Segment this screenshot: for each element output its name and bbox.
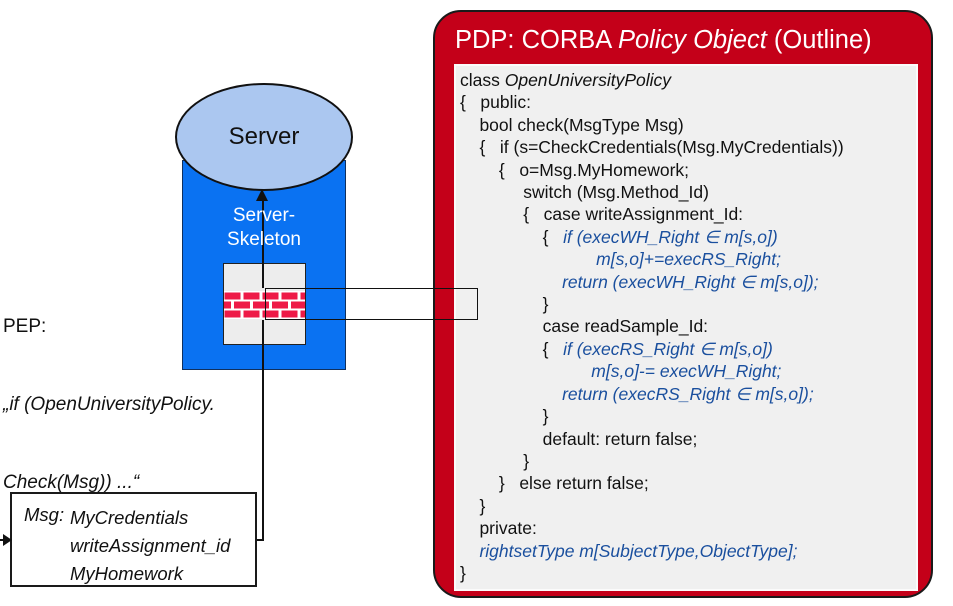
pdp-title: PDP: CORBA Policy Object (Outline): [455, 26, 872, 55]
incoming-arrow-icon: [3, 534, 12, 546]
pdp-title-segment: (Outline): [766, 26, 872, 54]
pep-label: PEP:: [3, 316, 47, 337]
code-line: { case writeAssignment_Id:: [460, 204, 744, 225]
pep-quote-line2: Check(Msg)) ...“: [3, 472, 140, 493]
code-line: class OpenUniversityPolicy: [460, 70, 672, 90]
code-line: }: [460, 450, 530, 471]
pep-quote-line1: „if (OpenUniversityPolicy.: [3, 394, 215, 415]
code-line: return (execWH_Right ∈ m[s,o]);: [562, 271, 819, 292]
code-line: { if (s=CheckCredentials(Msg.MyCredentia…: [460, 137, 844, 158]
pep-to-pdp-callout-rect: [265, 288, 478, 320]
code-line: } else return false;: [460, 473, 649, 494]
message-path-line-jog: [256, 539, 264, 541]
msg-field: MyCredentials: [70, 507, 189, 528]
code-line: private:: [460, 518, 537, 539]
arrow-up-icon: [256, 189, 268, 201]
server-skeleton-label: Server- Skeleton: [182, 204, 346, 252]
message-box-label: Msg:: [24, 504, 65, 525]
code-line: case readSample_Id:: [460, 316, 709, 337]
incoming-arrow-line: [0, 539, 5, 541]
code-line: }: [460, 495, 486, 516]
code-line: { if (execWH_Right ∈ m[s,o]): [460, 226, 778, 247]
server-skeleton-label-line2: Skeleton: [227, 229, 301, 250]
server-ellipse: Server: [175, 83, 353, 191]
code-line: m[s,o]-= execWH_Right;: [591, 361, 782, 382]
pdp-title-segment: Policy Object: [617, 26, 767, 54]
msg-field: writeAssignment_id: [70, 535, 231, 556]
code-line: { public:: [460, 92, 532, 113]
code-line: rightsetType m[SubjectType,ObjectType];: [479, 540, 798, 561]
message-path-line-lower: [262, 320, 264, 541]
code-line: switch (Msg.Method_Id): [460, 182, 709, 203]
code-line: return (execRS_Right ∈ m[s,o]);: [562, 383, 814, 404]
code-line: }: [460, 562, 466, 583]
pdp-code: class OpenUniversityPolicy{ public: bool…: [454, 64, 918, 591]
pep-annotation: PEP: „if (OpenUniversityPolicy. Check(Ms…: [3, 262, 215, 548]
message-path-line-upper: [262, 200, 264, 288]
code-line: }: [460, 294, 549, 315]
code-line: default: return false;: [460, 428, 698, 449]
pdp-title-segment: PDP: CORBA: [455, 26, 618, 54]
server-label: Server: [228, 123, 300, 150]
server-skeleton-label-line1: Server-: [232, 205, 296, 226]
code-line: m[s,o]+=execRS_Right;: [596, 249, 781, 270]
code-line: }: [460, 406, 549, 427]
code-line: { if (execRS_Right ∈ m[s,o]): [460, 338, 773, 359]
code-line: { o=Msg.MyHomework;: [460, 159, 690, 180]
firewall-bricks-icon: [224, 291, 305, 319]
code-line: bool check(MsgType Msg): [460, 114, 684, 135]
msg-field: MyHomework: [70, 563, 184, 584]
